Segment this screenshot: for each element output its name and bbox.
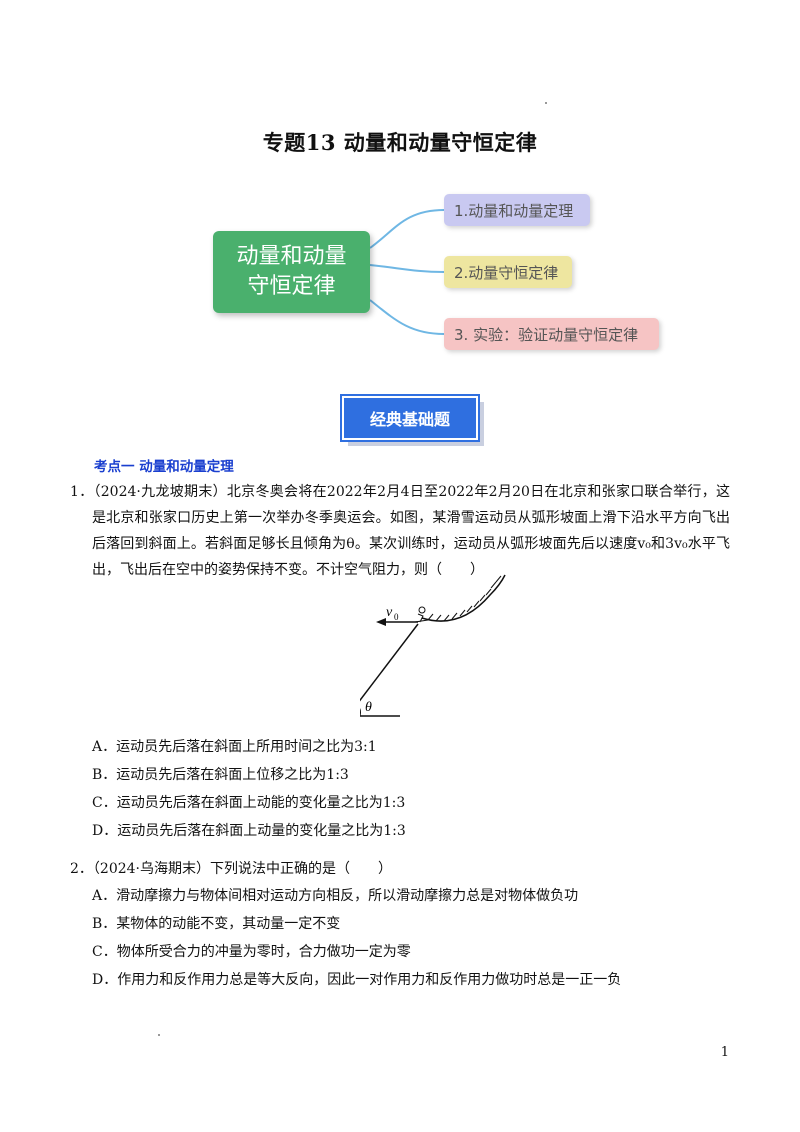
arrow-head (376, 618, 386, 626)
page-title: 专题13 动量和动量守恒定律 (262, 130, 538, 155)
question-2-option-c: C．物体所受合力的冲量为零时，合力做功一定为零 (92, 944, 411, 960)
center-line-1: 动量和动量 (236, 244, 347, 269)
velocity-subscript: 0 (394, 612, 399, 622)
question-1-option-d: D．运动员先后落在斜面上动量的变化量之比为1:3 (92, 823, 406, 839)
mind-map-branch-3: 3. 实验：验证动量守恒定律 (444, 318, 659, 350)
question-2-option-a: A．滑动摩擦力与物体间相对运动方向相反，所以滑动摩擦力总是对物体做负功 (92, 888, 579, 904)
mind-map: 动量和动量 守恒定律 1.动量和动量定理 2.动量守恒定律 3. 实验：验证动量… (0, 0, 800, 380)
question-1-option-c: C．运动员先后落在斜面上动能的变化量之比为1:3 (92, 795, 406, 811)
velocity-label: v (386, 605, 393, 620)
question-1-option-b: B．运动员先后落在斜面上位移之比为1:3 (92, 767, 349, 783)
mind-map-branch-2: 2.动量守恒定律 (444, 256, 572, 288)
question-2-option-d: D．作用力和反作用力总是等大反向，因此一对作用力和反作用力做功时总是一正一负 (92, 972, 622, 988)
question-1-option-a: A．运动员先后落在斜面上所用时间之比为3:1 (92, 739, 377, 755)
incline-line (360, 623, 419, 702)
center-line-2: 守恒定律 (247, 274, 336, 299)
page-number: 1 (720, 1045, 729, 1060)
question-2: 2．（2024·乌海期末）下列说法中正确的是（ ） A．滑动摩擦力与物体间相对运… (70, 856, 730, 994)
question-2-option-b: B．某物体的动能不变，其动量一定不变 (92, 916, 341, 932)
speck-dot (545, 102, 547, 104)
section-heading: 考点一 动量和动量定理 (94, 459, 234, 475)
mind-map-branch-1: 1.动量和动量定理 (444, 194, 590, 226)
speck-dot (158, 1034, 160, 1036)
curved-slope (421, 574, 506, 622)
section-badge: 经典基础题 (340, 394, 480, 442)
angle-label: θ (365, 700, 372, 715)
ski-jump-figure: v 0 θ (360, 574, 506, 717)
question-1: 1．（2024·九龙坡期末）北京冬奥会将在2022年2月4日至2022年2月20… (70, 479, 730, 845)
mind-map-center-node: 动量和动量 守恒定律 (213, 231, 370, 313)
question-1-text: 1．（2024·九龙坡期末）北京冬奥会将在2022年2月4日至2022年2月20… (70, 484, 730, 578)
angle-arc (360, 708, 361, 717)
mind-map-connectors (369, 209, 445, 335)
question-2-text: 2．（2024·乌海期末）下列说法中正确的是（ ） (70, 861, 392, 877)
curve-hatching (427, 575, 502, 622)
